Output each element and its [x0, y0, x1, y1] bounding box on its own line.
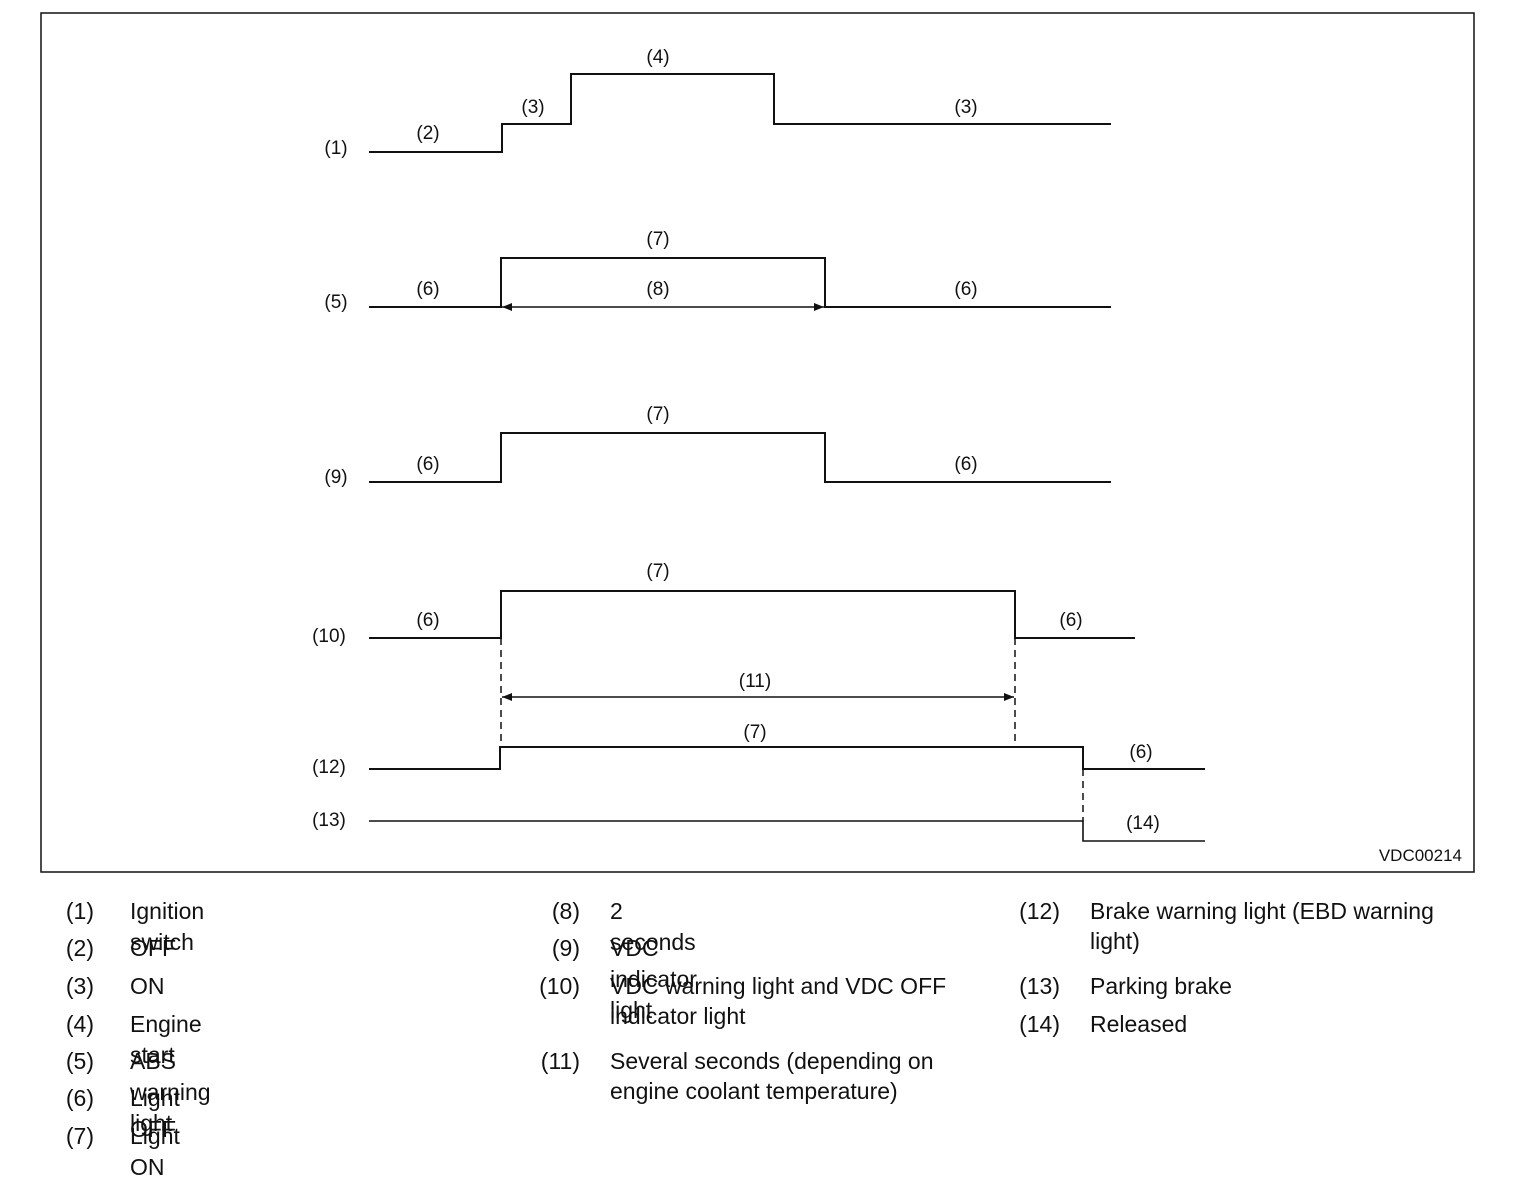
abs-waveform [369, 257, 1111, 308]
legend-text: VDC indicator light [610, 935, 697, 1023]
legend-number: (2) [65, 935, 94, 961]
legend-text: Ignition switch [130, 898, 205, 955]
legend-text: OFF [130, 935, 176, 961]
legend-text-continued: engine coolant temperature) [610, 1078, 898, 1104]
ignition-off-label: (2) [416, 123, 439, 144]
ignition-on-after-label: (3) [954, 97, 977, 118]
legend-text: Parking brake [1090, 973, 1232, 999]
parking-brake-released-label: (14) [1126, 813, 1160, 834]
legend-text: Engine start [130, 1011, 202, 1068]
vdc-warning-on-label: (7) [646, 561, 669, 582]
vdc-warning-label: (10) [312, 626, 346, 647]
legend-text: VDC warning light and VDC OFF [610, 973, 947, 999]
vdc-warning-signal: (10) (6) (7) (6) (11) [312, 561, 1135, 747]
brake-warning-off-after-label: (6) [1129, 742, 1152, 763]
legend-number: (10) [539, 973, 580, 999]
parking-brake-signal: (13) (14) [312, 810, 1205, 842]
legend-text: 2 seconds [610, 898, 696, 955]
ignition-waveform [369, 73, 1111, 153]
vdc-warning-waveform [369, 590, 1135, 639]
parking-brake-waveform [369, 820, 1205, 842]
brake-warning-waveform [369, 746, 1205, 770]
legend-text: Released [1090, 1011, 1188, 1037]
vdc-indicator-waveform [369, 432, 1111, 483]
legend-text-continued: light) [1090, 928, 1140, 954]
abs-on-label: (7) [646, 229, 669, 250]
vdc-warning-off-after-label: (6) [1059, 610, 1082, 631]
vdc-warning-off-before-label: (6) [416, 610, 439, 631]
legend-number: (7) [65, 1123, 94, 1149]
legend-number: (4) [65, 1011, 94, 1037]
legend-number: (14) [1019, 1011, 1060, 1037]
brake-warning-signal: (12) (7) (6) [312, 722, 1205, 821]
parking-brake-label: (13) [312, 810, 346, 831]
legend-number: (13) [1019, 973, 1060, 999]
legend-number: (8) [551, 898, 580, 924]
legend-text-continued: indicator light [610, 1003, 746, 1029]
ignition-on-before-label: (3) [521, 97, 544, 118]
legend-text: Light OFF [130, 1085, 180, 1142]
vdc-indicator-signal: (9) (6) (7) (6) [324, 404, 1111, 488]
ignition-start-label: (4) [646, 47, 669, 68]
legend-number: (1) [65, 898, 94, 924]
legend-number: (11) [540, 1048, 580, 1074]
legend-text: ABS warning light [130, 1048, 211, 1136]
legend-number: (12) [1019, 898, 1060, 924]
brake-warning-label: (12) [312, 757, 346, 778]
vdc-warning-duration-label: (11) [739, 671, 771, 692]
figure-code: VDC00214 [1379, 846, 1462, 865]
diagram-frame [40, 12, 1475, 873]
legend-number: (5) [65, 1048, 94, 1074]
vdc-indicator-off-before-label: (6) [416, 454, 439, 475]
ignition-label: (1) [324, 138, 347, 159]
brake-warning-on-label: (7) [743, 722, 766, 743]
legend-number: (6) [65, 1085, 94, 1111]
abs-duration-label: (8) [646, 279, 669, 300]
abs-label: (5) [324, 292, 347, 313]
vdc-indicator-label: (9) [324, 467, 347, 488]
timing-diagram: (1) (2) (3) (4) (3) (5) (6) (7) (8) (6) … [40, 12, 1475, 873]
legend-number: (3) [65, 973, 94, 999]
legend-text: Brake warning light (EBD warning [1090, 898, 1434, 924]
abs-warning-signal: (5) (6) (7) (8) (6) [324, 229, 1111, 313]
abs-off-after-label: (6) [954, 279, 977, 300]
legend-number: (9) [551, 935, 580, 961]
vdc-indicator-on-label: (7) [646, 404, 669, 425]
legend-text: ON [130, 973, 165, 999]
legend-text: Several seconds (depending on [610, 1048, 934, 1074]
vdc-indicator-off-after-label: (6) [954, 454, 977, 475]
legend-text: Light ON [130, 1123, 180, 1180]
ignition-switch-signal: (1) (2) (3) (4) (3) [324, 47, 1111, 159]
abs-off-before-label: (6) [416, 279, 439, 300]
